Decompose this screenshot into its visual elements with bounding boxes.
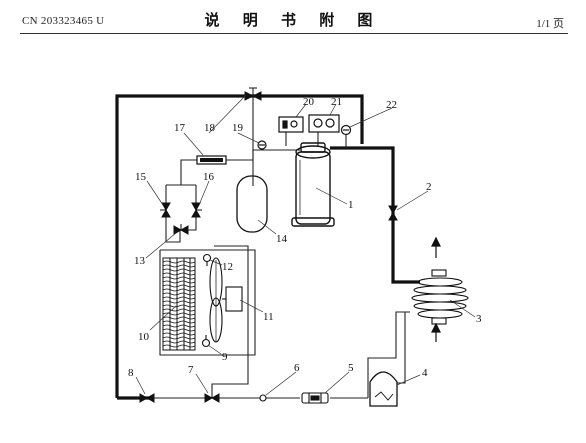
valve-16 [191,202,202,218]
page-title: 说 明 书 附 图 [204,11,382,29]
evaporator-coil-waves [162,260,196,348]
flow-arrow-up-bottom [431,322,441,342]
label-9: 9 [222,351,228,363]
gauge-22 [340,124,352,136]
coil-fin [162,328,196,332]
receiver-tank [236,175,268,233]
patent-number: CN 203323465 U [22,15,105,27]
coil-fin [162,260,196,264]
coil-fin [162,296,196,300]
control-boxes [278,114,340,133]
label-22: 22 [386,99,397,111]
label-2: 2 [426,181,432,193]
coil-fin [162,284,196,288]
filter-drier [196,155,227,165]
label-5: 5 [348,362,354,374]
condenser [411,269,469,325]
valve-8 [139,393,155,403]
coil-fin [162,320,196,324]
header-rule [20,33,568,34]
evaporator-coil [162,257,196,351]
label-10: 10 [138,331,150,343]
sight-glass [259,394,267,402]
label-14: 14 [276,233,288,245]
compressor [291,142,335,227]
label-21: 21 [331,96,342,108]
dryer-filter [301,392,329,404]
label-19: 19 [232,122,244,134]
valve-7 [204,393,220,403]
label-12: 12 [222,261,233,273]
coil-fin [162,276,196,280]
coil-fin [162,340,196,344]
reference-numerals: 1 2 3 4 5 6 7 8 9 10 11 12 13 14 15 16 1… [128,96,482,379]
label-1: 1 [348,199,354,211]
coil-fin [162,344,196,348]
thin-pipes [150,96,410,399]
label-4: 4 [422,367,428,379]
coil-fin [162,304,196,308]
label-6: 6 [294,362,300,374]
label-16: 16 [203,171,215,183]
coil-fin [162,272,196,276]
valve-13 [173,224,189,235]
label-15: 15 [135,171,147,183]
coil-fin [162,280,196,284]
coil-fin [162,300,196,304]
main-loop-pipe [115,94,420,400]
coil-fin [162,292,196,296]
coil-fin [162,264,196,268]
valve-2 [388,205,398,221]
coil-fin [162,332,196,336]
label-18: 18 [204,122,216,134]
coil-fin [162,308,196,312]
label-17: 17 [174,122,186,134]
label-20: 20 [303,96,315,108]
coil-fin [162,336,196,340]
accumulator [369,371,398,407]
gauge-19 [257,140,267,150]
label-3: 3 [476,313,482,325]
label-8: 8 [128,367,134,379]
coil-fin [162,288,196,292]
fan [209,257,243,343]
page-number: 1/1 页 [536,18,564,30]
valve-18 [244,87,262,101]
label-7: 7 [188,364,194,376]
valve-15 [160,202,171,218]
flow-arrow-up-top [431,236,441,258]
coil-fin [162,316,196,320]
sensor-12 [202,253,212,266]
label-11: 11 [263,311,274,323]
leader-lines [135,94,476,396]
sensor-9 [201,335,211,348]
coil-fin [162,268,196,272]
coil-fin [162,324,196,328]
label-13: 13 [134,255,146,267]
